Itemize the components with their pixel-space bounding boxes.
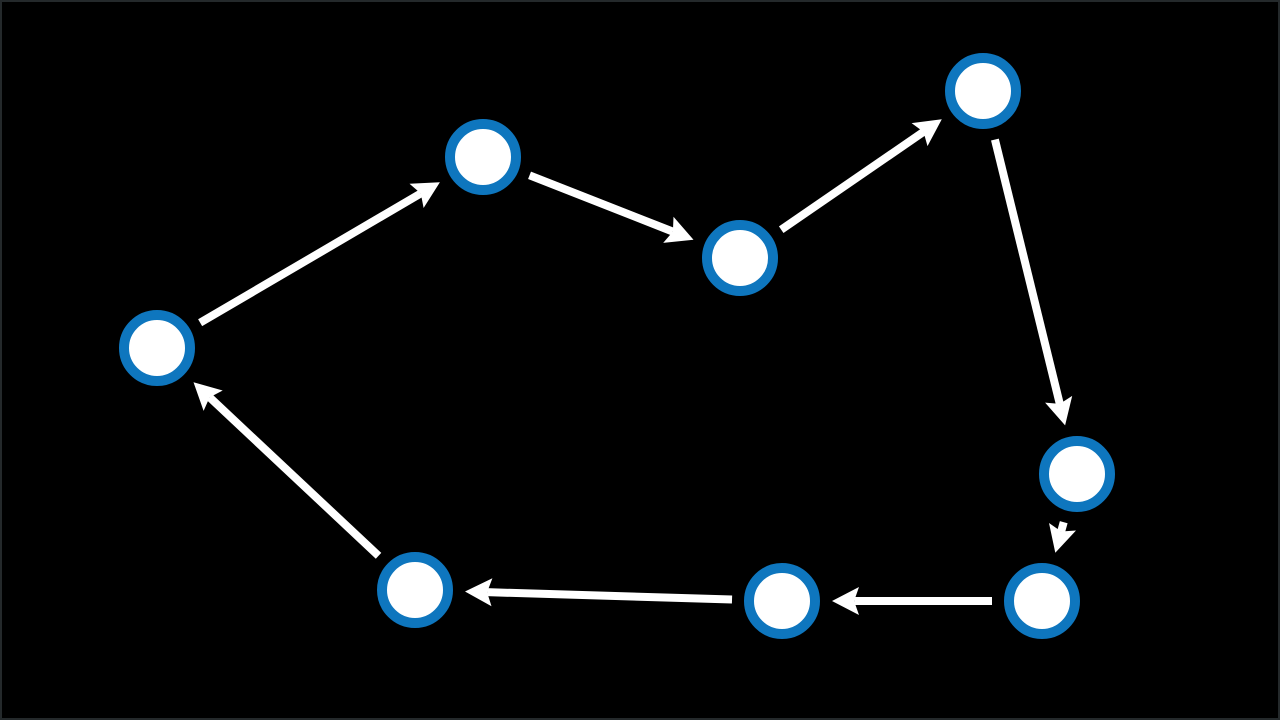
edge-arrowhead <box>911 119 942 147</box>
edge-arrowhead <box>465 578 493 607</box>
edge-arrowhead <box>832 587 859 615</box>
graph-node-bottom-left-node <box>377 552 453 628</box>
graph-edge-n7-n8 <box>465 578 733 607</box>
graph-node-left-node <box>119 310 195 386</box>
graph-node-bottom-middle-node <box>744 563 820 639</box>
graph-node-bottom-right-node <box>1004 563 1080 639</box>
graph-edge-n1-n2 <box>198 182 440 327</box>
graph-node-top-middle-node <box>702 220 778 296</box>
graph-node-top-right-node <box>945 53 1021 129</box>
edge-arrowhead <box>663 216 694 243</box>
graph-edge-n2-n3 <box>528 171 694 243</box>
edge-shaft <box>1057 521 1068 533</box>
edge-shaft <box>206 394 382 559</box>
graph-edge-n8-n1 <box>193 382 382 559</box>
edge-shaft <box>778 128 926 233</box>
edge-arrowhead <box>409 182 440 208</box>
graph-edge-n5-n6 <box>1049 521 1076 553</box>
graph-edge-n6-n7 <box>832 587 992 615</box>
edge-shaft <box>198 190 423 327</box>
graph-edge-n4-n5 <box>991 138 1073 426</box>
edge-arrowhead <box>193 382 223 411</box>
edge-shaft <box>991 138 1064 405</box>
edge-shaft <box>486 588 733 604</box>
edge-arrowhead <box>1049 523 1076 553</box>
graph-edge-n3-n4 <box>778 119 942 233</box>
graph-node-upper-left-node <box>445 119 521 195</box>
edge-arrowhead <box>1045 395 1073 426</box>
edge-shaft <box>528 171 675 236</box>
graph-node-right-node <box>1039 436 1115 512</box>
